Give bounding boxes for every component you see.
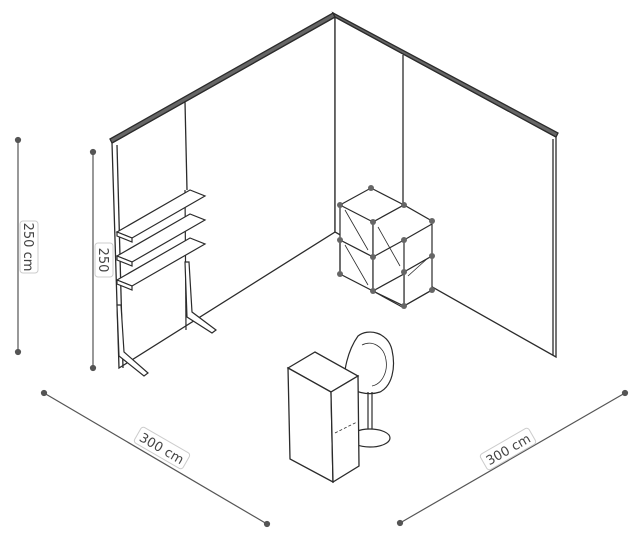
counter-side	[330, 374, 360, 484]
right-wall	[334, 15, 557, 359]
height-inner-text: 250	[95, 248, 110, 273]
left-panel-seam	[184, 101, 188, 191]
right-wall-top-edge	[331, 11, 559, 138]
height-outer-text: 250 cm	[20, 223, 35, 272]
left-wall	[111, 15, 336, 370]
booth-walls	[109, 11, 559, 370]
label-width-left: 300 cm	[133, 426, 191, 470]
width-right-line	[399, 392, 626, 524]
counter	[286, 351, 360, 484]
label-height-inner: 250	[94, 242, 114, 278]
shelf-foot-front	[116, 304, 149, 377]
cube-storage	[337, 185, 435, 309]
shelf-foot-back	[184, 261, 217, 334]
dimension-lines	[14, 136, 629, 528]
width-left-line	[43, 392, 268, 525]
shelf-unit	[115, 189, 217, 377]
label-height-outer: 250 cm	[19, 220, 39, 274]
